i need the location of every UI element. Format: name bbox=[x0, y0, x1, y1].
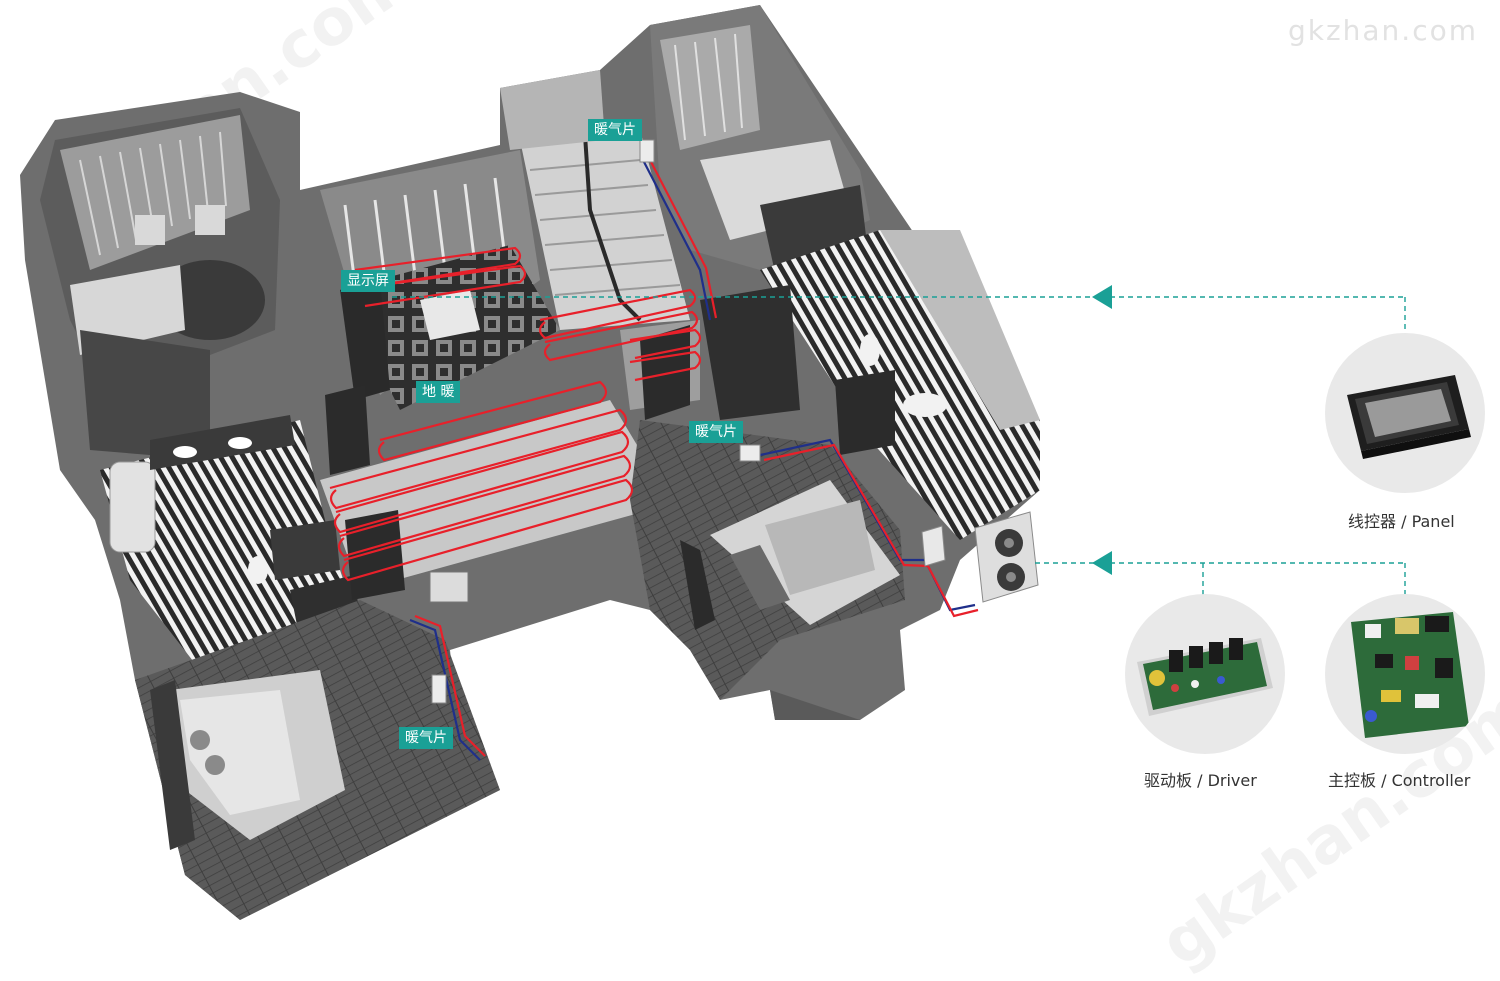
arrowheads bbox=[1092, 285, 1112, 575]
arrowhead-panel-icon bbox=[1092, 285, 1112, 309]
staircase bbox=[500, 70, 690, 330]
floor-heating-label: 地 暖 bbox=[416, 381, 461, 403]
living-room bbox=[320, 150, 560, 410]
radiator-label-bottom: 暖气片 bbox=[399, 727, 453, 749]
arrowhead-unit-icon bbox=[1092, 551, 1112, 575]
driver-label: 驱动板 / Driver bbox=[1144, 771, 1257, 790]
bottom-left-bedroom bbox=[135, 600, 500, 920]
top-right-bedroom bbox=[650, 5, 870, 295]
connector-lines bbox=[392, 296, 1406, 596]
floor-heating-pipes bbox=[329, 246, 702, 582]
driver-board-image bbox=[1125, 594, 1285, 754]
panel-label: 线控器 / Panel bbox=[1348, 512, 1455, 531]
watermark: gkzhan.com bbox=[1287, 14, 1478, 47]
radiator-label-middle: 暖气片 bbox=[689, 421, 743, 443]
radiators bbox=[429, 139, 761, 704]
heat-pump-unit bbox=[921, 511, 1039, 603]
house-floorplan bbox=[20, 5, 1406, 920]
radiator-pipes bbox=[409, 157, 979, 761]
right-bathroom bbox=[700, 230, 1040, 540]
left-bedroom bbox=[40, 108, 280, 460]
display-screen-label: 显示屏 bbox=[341, 270, 395, 292]
controller-board-image bbox=[1325, 594, 1485, 754]
middle-bedroom bbox=[630, 420, 905, 720]
controller-label: 主控板 / Controller bbox=[1328, 771, 1471, 790]
panel-image bbox=[1325, 333, 1485, 493]
radiator-label-top: 暖气片 bbox=[588, 119, 642, 141]
left-bathroom bbox=[100, 415, 360, 670]
